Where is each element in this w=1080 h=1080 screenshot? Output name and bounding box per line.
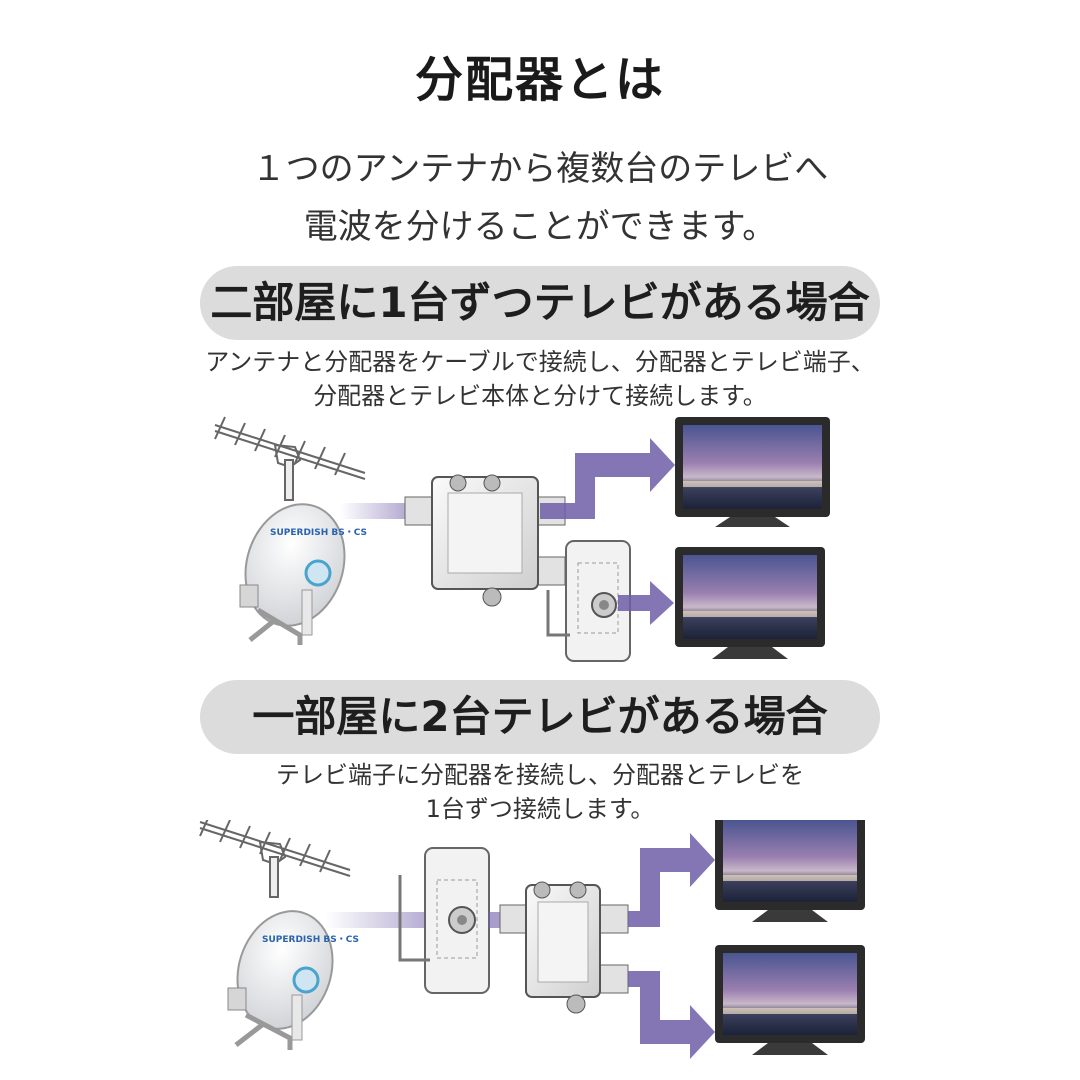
- diagram-one-room: SUPERDISH BS・CS: [199, 820, 865, 1059]
- input-signal-line: [340, 503, 410, 519]
- diagram-two-rooms: SUPERDISH BS・CS: [214, 416, 830, 662]
- section2-description: テレビ端子に分配器を接続し、分配器とテレビを 1台ずつ接続します。: [0, 758, 1080, 826]
- arrow-to-tv-1: [540, 438, 675, 519]
- antenna-icon: [199, 820, 351, 898]
- tv-icon: [675, 417, 830, 527]
- intro-line-2: 電波を分けることができます。: [303, 207, 777, 247]
- tv-icon: [715, 820, 865, 922]
- input-signal-line: [325, 912, 435, 928]
- splitter-icon: [499, 881, 629, 1014]
- antenna-icon: [214, 416, 366, 501]
- tv-icon: [675, 547, 825, 659]
- section1-desc-line-1: アンテナと分配器をケーブルで接続し、分配器とテレビ端子、: [205, 348, 875, 376]
- arrow-to-tv-1: [628, 833, 715, 927]
- wall-outlet-icon: [398, 847, 490, 994]
- wall-outlet-icon: [546, 540, 631, 662]
- dish-brand-label: SUPERDISH BS・CS: [270, 528, 367, 538]
- page-title: 分配器とは: [414, 52, 665, 108]
- intro-text: １つのアンテナから複数台のテレビへ 電波を分けることができます。: [0, 140, 1080, 256]
- section1-description: アンテナと分配器をケーブルで接続し、分配器とテレビ端子、 分配器とテレビ本体と分…: [0, 345, 1080, 413]
- satellite-dish-icon: SUPERDISH BS・CS: [227, 910, 359, 1050]
- intro-line-1: １つのアンテナから複数台のテレビへ: [251, 149, 829, 189]
- arrow-to-tv-2: [618, 581, 674, 625]
- splitter-icon: [404, 474, 566, 607]
- satellite-dish-icon: SUPERDISH BS・CS: [239, 503, 367, 645]
- tv-icon: [715, 945, 865, 1055]
- section1-heading: 二部屋に1台ずつテレビがある場合: [200, 266, 880, 340]
- dish-brand-label: SUPERDISH BS・CS: [262, 935, 359, 945]
- section2-desc-line-1: テレビ端子に分配器を接続し、分配器とテレビを: [276, 761, 804, 789]
- section2-heading: 一部屋に2台テレビがある場合: [200, 680, 880, 754]
- section1-desc-line-2: 分配器とテレビ本体と分けて接続します。: [313, 382, 767, 410]
- arrow-to-tv-2: [628, 971, 715, 1059]
- section2-desc-line-2: 1台ずつ接続します。: [425, 795, 655, 823]
